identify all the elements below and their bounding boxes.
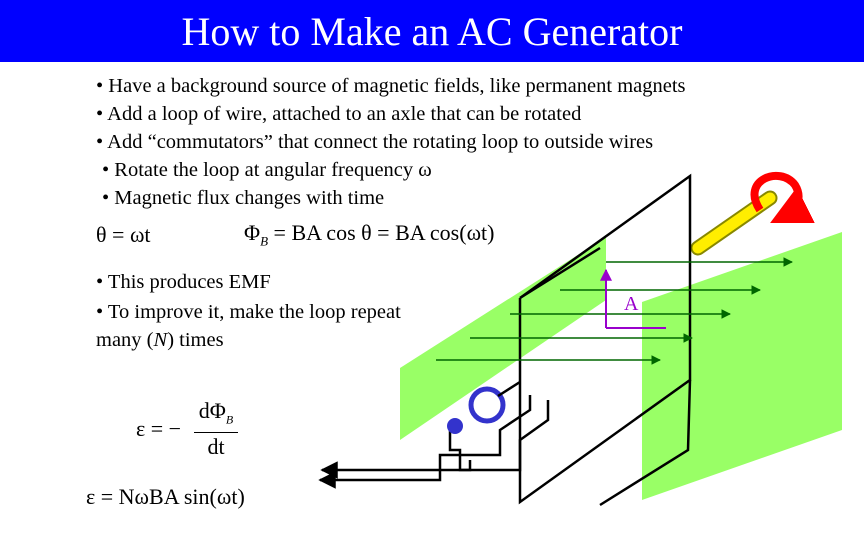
bullet-rotate: • Rotate the loop at angular frequency ω [102, 159, 432, 181]
page-title: How to Make an AC Generator [0, 0, 864, 62]
flux-rhs: = BA cos θ = BA cos(ωt) [268, 220, 495, 245]
lower-bullet-many: many (N) times [96, 329, 224, 351]
bullet-commutators: • Add “commutators” that connect the rot… [96, 131, 654, 153]
commutator-contact [447, 418, 463, 434]
emf-equation-lhs: ε = − [136, 416, 182, 441]
theta-equation: θ = ωt [96, 222, 151, 247]
area-label: A [624, 293, 639, 315]
commutator-ring [468, 386, 506, 424]
flux-subscript: B [260, 233, 269, 249]
flux-symbol: Φ [244, 220, 261, 245]
lower-bullet-emf: • This produces EMF [96, 271, 271, 293]
rotation-arrow [750, 172, 815, 223]
bullet-loop: • Add a loop of wire, attached to an axl… [96, 103, 582, 125]
emf-fraction: dΦB dt [194, 398, 238, 461]
bullet-magnets: • Have a background source of magnetic f… [96, 75, 686, 97]
lead-wire-upper [318, 395, 532, 489]
emf-final-equation: ε = NωBA sin(ωt) [86, 484, 245, 509]
flux-equation: ΦB = BA cos θ = BA cos(ωt) [244, 220, 495, 249]
lead-wire-lower [448, 400, 550, 472]
lower-bullet-improve: • To improve it, make the loop repeat [96, 301, 401, 323]
right-magnet [642, 232, 842, 500]
bullet-flux: • Magnetic flux changes with time [102, 187, 385, 209]
